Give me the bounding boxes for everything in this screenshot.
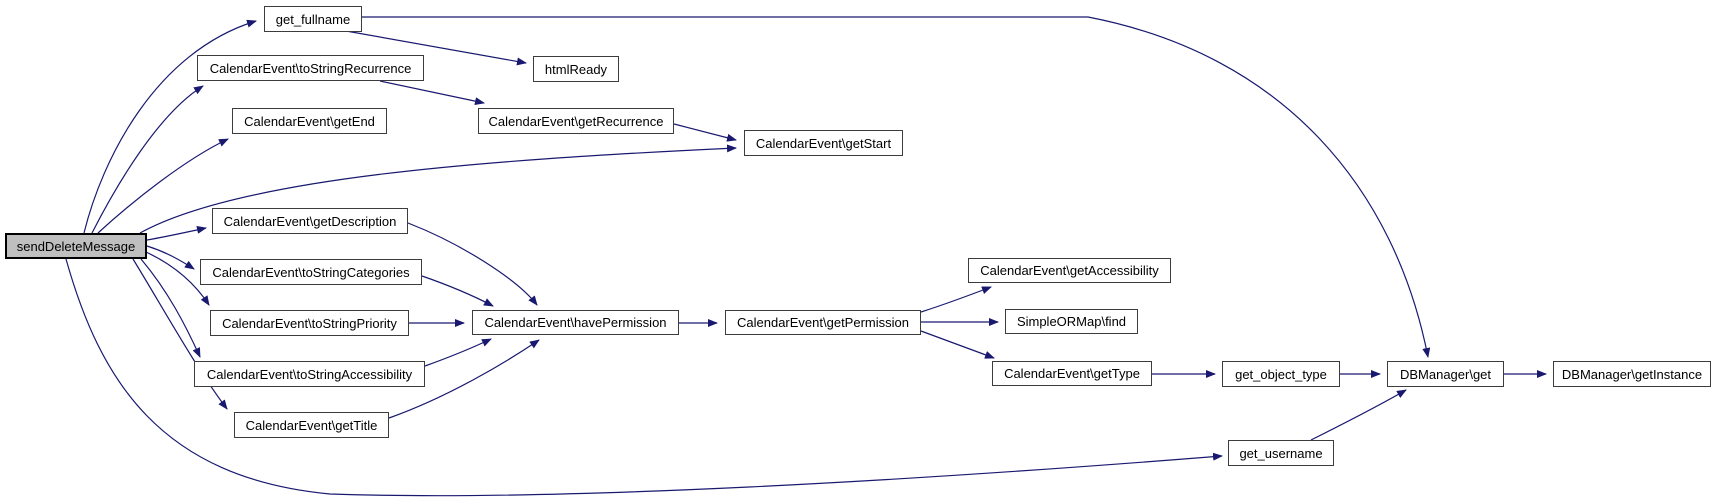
edge-send-delete-message-to-to-string-accessibility [140,258,201,358]
node-get-description[interactable]: CalendarEvent\getDescription [212,208,408,234]
node-get-end[interactable]: CalendarEvent\getEnd [232,108,387,134]
node-get-recurrence[interactable]: CalendarEvent\getRecurrence [478,108,674,134]
edge-send-delete-message-to-get-end [97,138,229,234]
node-get-type[interactable]: CalendarEvent\getType [992,361,1152,386]
edge-get-fullname-to-dbmanager-get [362,16,1431,358]
edge-to-string-recurrence-to-get-recurrence [379,80,485,106]
edge-send-delete-message-to-to-string-recurrence [91,85,204,234]
edge-send-delete-message-to-get-description [146,225,207,241]
edge-send-delete-message-to-get-username [65,258,1223,497]
edge-get-permission-to-get-type [920,330,995,359]
node-html-ready[interactable]: htmlReady [533,56,619,82]
node-send-delete-message[interactable]: sendDeleteMessage [5,233,147,259]
edge-send-delete-message-to-to-string-priority [145,251,210,306]
node-dbmanager-get[interactable]: DBManager\get [1387,361,1504,387]
edge-send-delete-message-to-get-fullname [83,19,257,234]
edge-get-description-to-have-permission [407,222,538,306]
edge-send-delete-message-to-get-title [132,258,228,410]
edge-get-username-to-dbmanager-get [1310,389,1407,441]
node-simple-ormap-find[interactable]: SimpleORMap\find [1005,309,1138,334]
node-get-accessibility[interactable]: CalendarEvent\getAccessibility [968,258,1171,283]
node-get-permission[interactable]: CalendarEvent\getPermission [725,310,921,335]
node-get-fullname[interactable]: get_fullname [264,6,362,32]
node-get-start[interactable]: CalendarEvent\getStart [744,130,903,156]
node-get-title[interactable]: CalendarEvent\getTitle [234,412,389,438]
edge-get-permission-to-get-accessibility [920,286,992,313]
edge-to-string-accessibility-to-have-permission [424,338,492,367]
node-dbmanager-get-instance[interactable]: DBManager\getInstance [1553,361,1711,387]
node-to-string-priority[interactable]: CalendarEvent\toStringPriority [210,310,409,336]
node-to-string-categories[interactable]: CalendarEvent\toStringCategories [200,259,422,285]
node-have-permission[interactable]: CalendarEvent\havePermission [472,310,679,335]
node-get-username[interactable]: get_username [1228,440,1334,466]
node-to-string-accessibility[interactable]: CalendarEvent\toStringAccessibility [194,361,425,387]
node-to-string-recurrence[interactable]: CalendarEvent\toStringRecurrence [197,55,424,81]
edge-send-delete-message-to-to-string-categories [146,245,195,270]
edge-get-fullname-to-html-ready [345,30,527,66]
edge-get-title-to-have-permission [388,339,540,419]
node-get-object-type[interactable]: get_object_type [1222,361,1340,387]
edge-get-recurrence-to-get-start [673,123,737,142]
edge-to-string-categories-to-have-permission [421,275,494,307]
edge-send-delete-message-to-get-start [139,144,737,234]
